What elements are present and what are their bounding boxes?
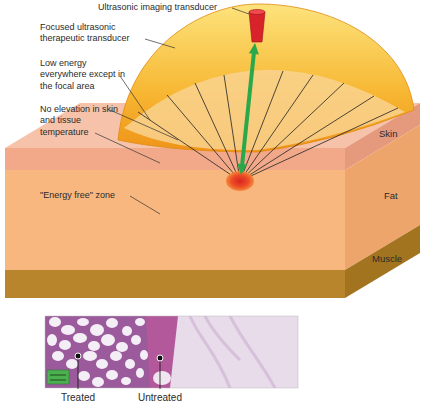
histology-image	[45, 316, 298, 388]
leader-line	[120, 76, 150, 120]
arrow-shaft	[242, 53, 254, 165]
ray	[138, 112, 240, 181]
transducer-cutaway	[124, 70, 405, 150]
untreated-tissue	[45, 316, 298, 388]
skin-front-face	[5, 148, 345, 170]
fat-front-face	[5, 170, 345, 270]
image-label: Treated	[43, 392, 113, 405]
muscle-front-face	[5, 270, 345, 298]
imaging-transducer-top	[249, 10, 265, 15]
ultrasound-rays	[138, 71, 398, 181]
callout-label: Low energy everywhere except in the foca…	[40, 58, 132, 92]
vessel	[153, 371, 171, 385]
ray	[195, 83, 240, 181]
treated-tissue	[45, 316, 153, 388]
ray	[240, 96, 374, 181]
callout-label: Ultrasonic imaging transducer	[98, 2, 248, 13]
imaging-beam-arrow	[237, 43, 259, 175]
leader-line	[130, 196, 160, 214]
pointer-dot	[157, 355, 163, 361]
fat-cells	[47, 317, 148, 387]
scale-tag-mark	[50, 380, 66, 381]
histology-frame	[45, 316, 298, 388]
leader-line	[78, 359, 79, 389]
arrow-head	[249, 43, 259, 55]
callout-label: Focused ultrasonic therapeutic transduce…	[40, 22, 148, 45]
callout-label: "Energy free" zone	[40, 190, 150, 201]
leader-line	[145, 39, 175, 48]
ray	[240, 83, 344, 181]
leader-line	[232, 8, 249, 14]
scale-tag-mark	[50, 375, 66, 376]
pointer-dot	[75, 353, 81, 359]
layer-name: Fat	[384, 190, 398, 201]
focal-zone	[226, 171, 254, 191]
image-label: Untreated	[125, 392, 195, 405]
imaging-transducer	[249, 12, 265, 42]
muscle-side-face	[345, 225, 420, 298]
leader-line	[95, 133, 160, 163]
arrow-head	[237, 164, 247, 175]
tissue-streaks	[190, 316, 275, 388]
leader-line	[160, 361, 161, 389]
therapeutic-transducer	[118, 4, 414, 152]
layer-band: Muscle	[372, 253, 402, 264]
ray	[240, 108, 398, 181]
ray	[224, 75, 240, 181]
layer-band: Fat	[384, 190, 398, 201]
scale-tag	[47, 370, 69, 384]
tissue-band	[146, 316, 178, 388]
layer-band: Skin	[379, 128, 397, 139]
layer-name: Skin	[379, 128, 397, 139]
leader-line	[110, 110, 178, 140]
layer-name: Muscle	[372, 253, 402, 264]
callout-label: No elevation in skin and tissue temperat…	[40, 104, 122, 138]
histology-pointers	[75, 353, 163, 389]
